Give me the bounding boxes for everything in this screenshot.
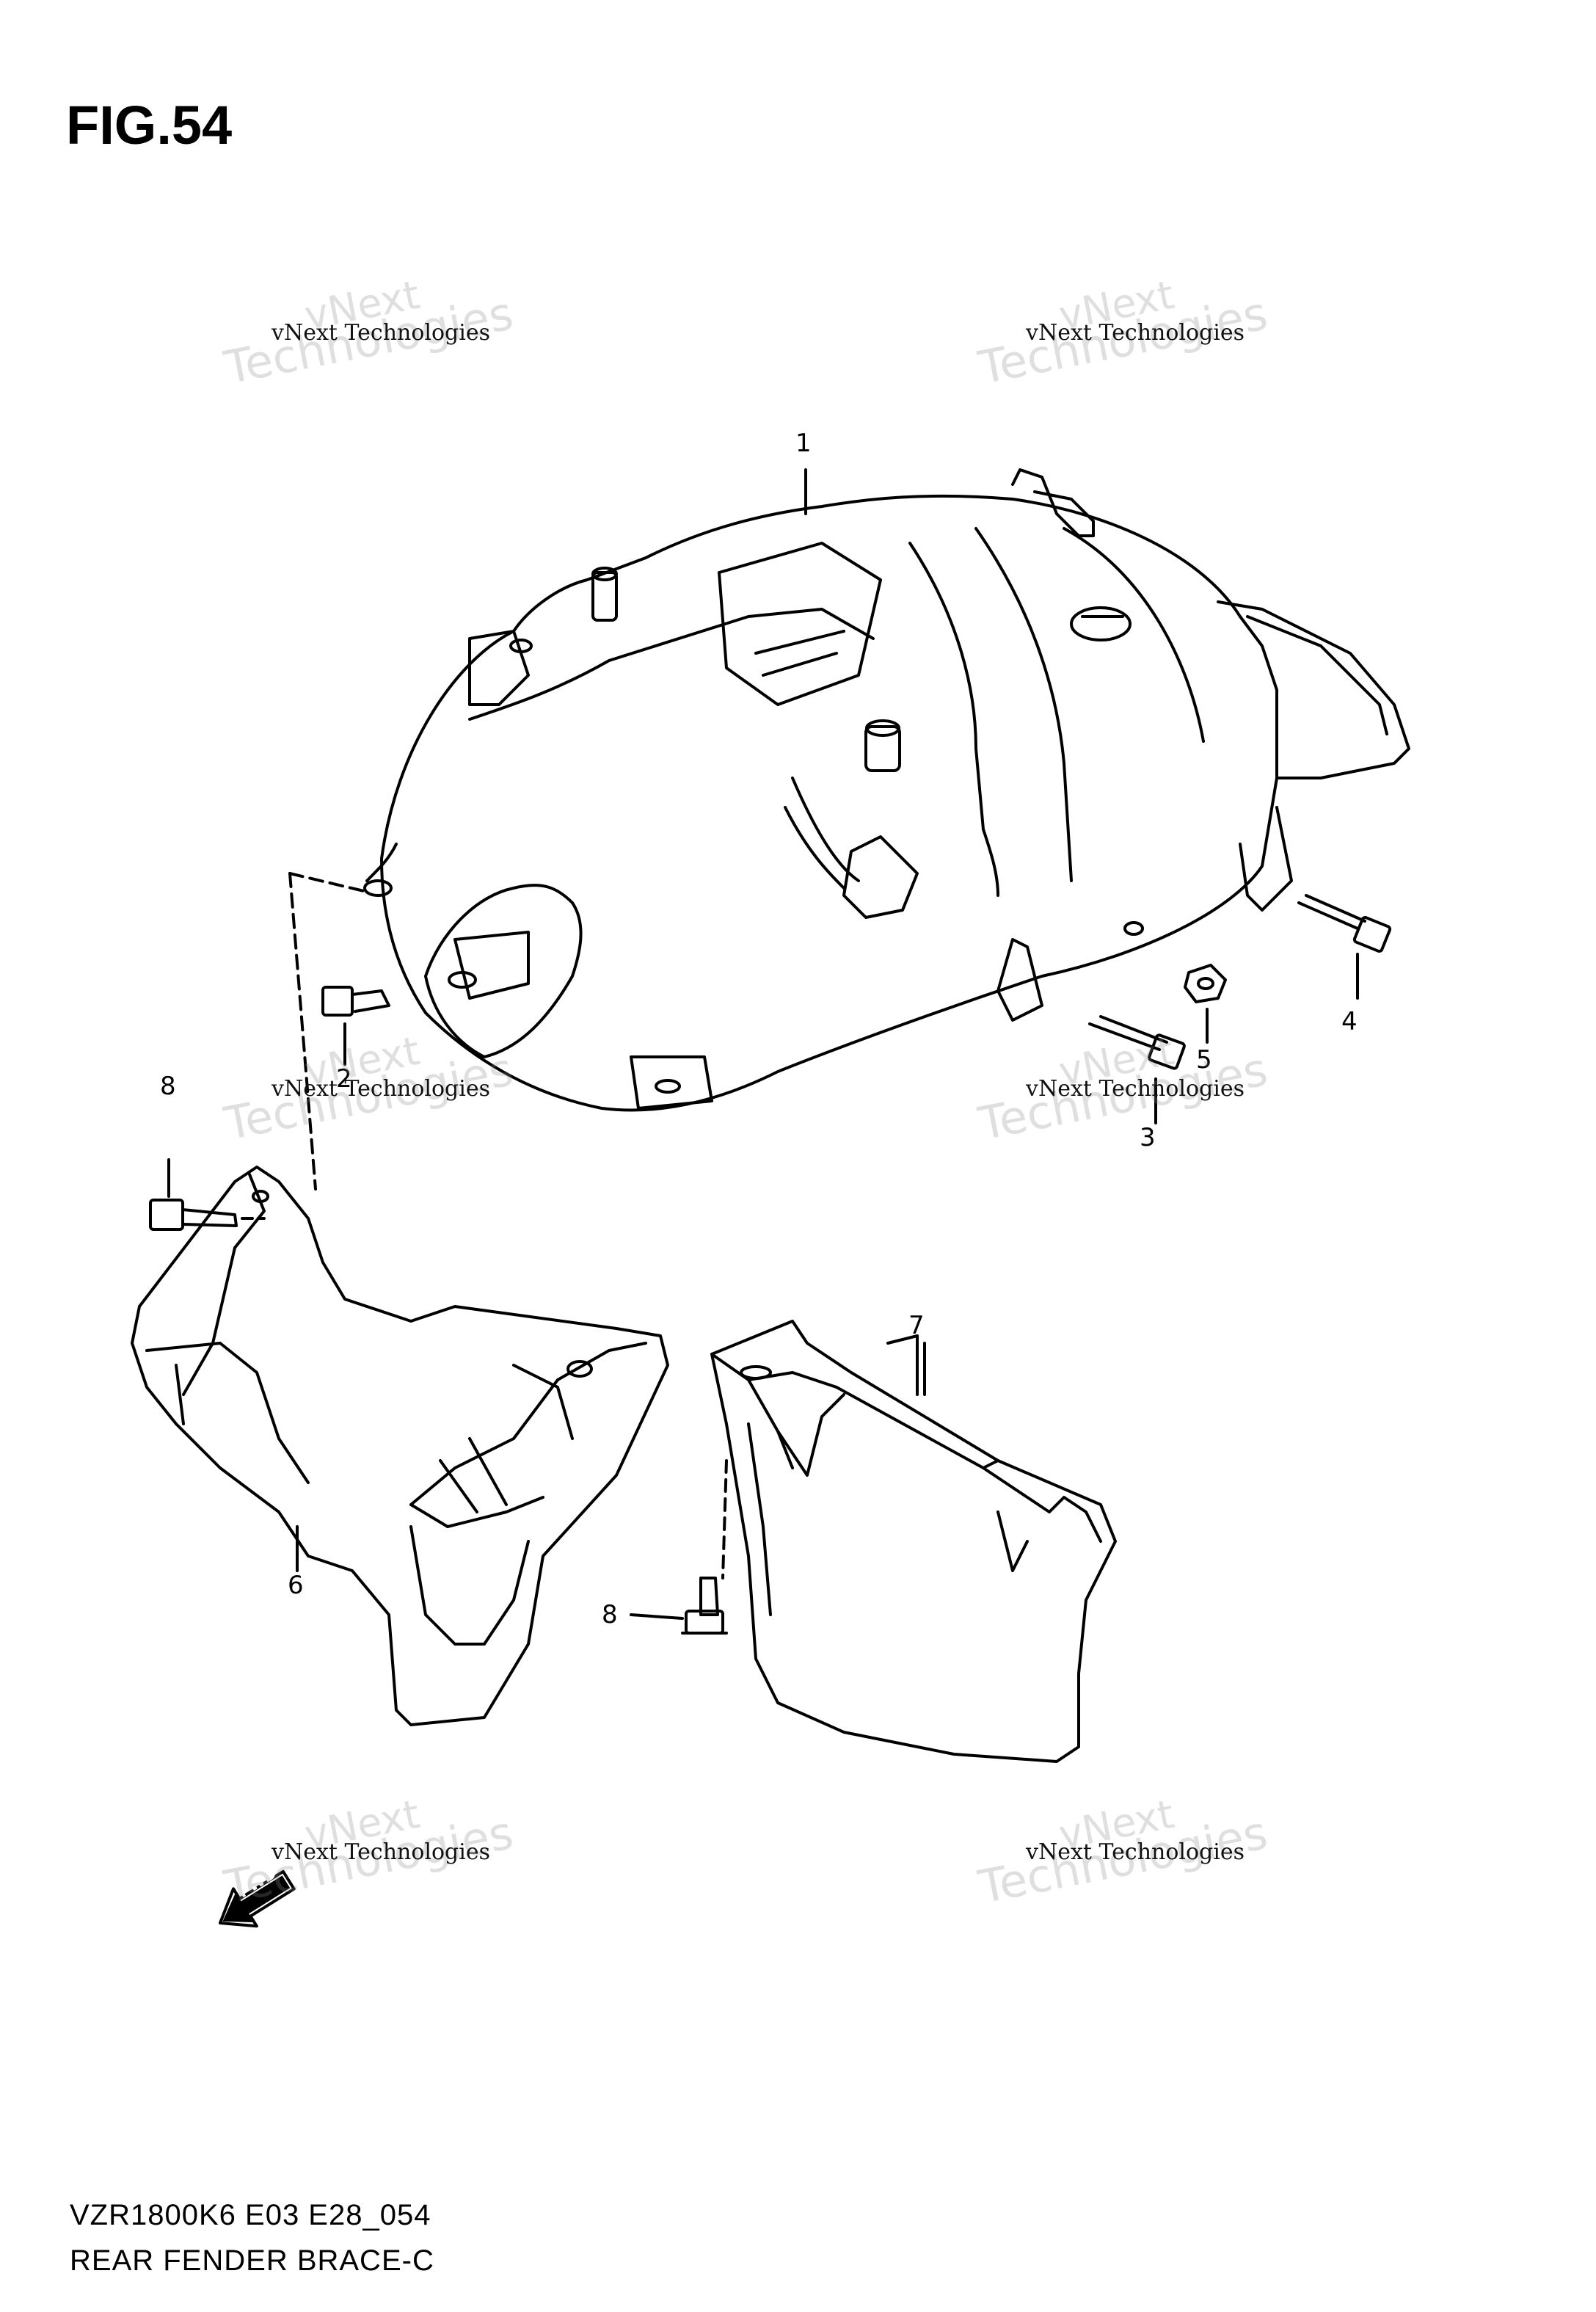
watermark-company: vNext Technologies <box>1026 320 1245 346</box>
callout-6: 6 <box>288 1571 304 1600</box>
callout-8-left: 8 <box>160 1072 176 1101</box>
brace-part-7 <box>710 1320 1117 1763</box>
rear-fender-part-1 <box>363 468 1410 1112</box>
callout-3: 3 <box>1140 1123 1156 1152</box>
forward-arrow-icon <box>219 1869 296 1928</box>
callout-2: 2 <box>336 1064 352 1094</box>
bolt-part-8-lower <box>630 1577 728 1635</box>
callout-5: 5 <box>1196 1045 1212 1075</box>
model-code: VZR1800K6 E03 E28_054 <box>70 2199 431 2231</box>
watermark: vNext Technologies vNext Technologies <box>220 1791 536 1945</box>
watermark: vNext Technologies vNext Technologies <box>220 1028 536 1182</box>
figure-caption: REAR FENDER BRACE-C <box>70 2244 434 2277</box>
watermark: vNext Technologies vNext Technologies <box>220 272 536 426</box>
watermark: vNext Technologies vNext Technologies <box>974 1028 1290 1182</box>
watermark-company: vNext Technologies <box>272 320 491 346</box>
watermark-company: vNext Technologies <box>1026 1839 1245 1865</box>
callout-8-lower: 8 <box>602 1600 618 1629</box>
watermark: vNext Technologies vNext Technologies <box>974 1791 1290 1945</box>
nut-part-5 <box>1184 964 1227 1044</box>
bolt-part-8-left <box>149 1158 266 1231</box>
callout-4: 4 <box>1341 1007 1358 1036</box>
watermark: vNext Technologies vNext Technologies <box>974 272 1290 426</box>
callout-7: 7 <box>908 1311 925 1340</box>
bolt-part-2 <box>321 986 390 1066</box>
figure-title: FIG.54 <box>66 95 233 156</box>
callout-1: 1 <box>795 429 812 458</box>
watermark-company: vNext Technologies <box>272 1839 491 1865</box>
watermark-company: vNext Technologies <box>272 1076 491 1102</box>
watermark-company: vNext Technologies <box>1026 1076 1245 1102</box>
bolt-part-4 <box>1297 894 1392 1000</box>
brace-part-6 <box>131 1166 669 1726</box>
bolt-part-3 <box>1088 1015 1186 1124</box>
